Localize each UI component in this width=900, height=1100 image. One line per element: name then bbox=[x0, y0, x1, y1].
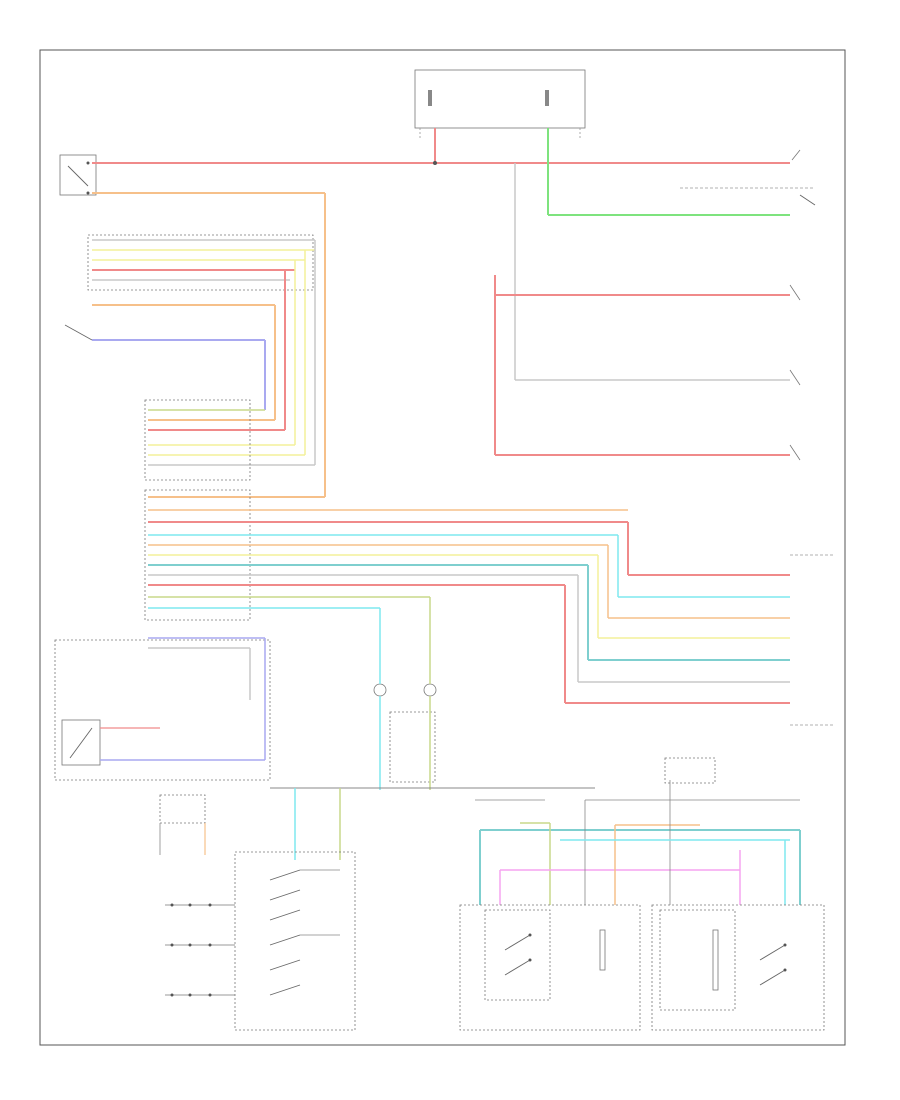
brake-pedal-switch bbox=[59, 154, 97, 196]
control-module-left bbox=[54, 638, 271, 781]
steering-wheel-switches-middle bbox=[459, 904, 641, 1031]
power-bus-wires bbox=[92, 128, 790, 498]
diagram-frame bbox=[39, 49, 846, 1046]
right-connector-column bbox=[790, 554, 835, 726]
connector-upper-left bbox=[64, 234, 315, 341]
clockspring-harness bbox=[270, 780, 801, 905]
pcm-connector-lower bbox=[144, 399, 790, 704]
steering-wheel-switches-right bbox=[651, 757, 825, 1031]
fuse-box bbox=[414, 69, 586, 140]
speed-sensors bbox=[373, 640, 437, 790]
steering-wheel-switches-left bbox=[159, 794, 356, 1031]
left-harness bbox=[148, 240, 316, 466]
right-components-upper bbox=[494, 149, 816, 461]
